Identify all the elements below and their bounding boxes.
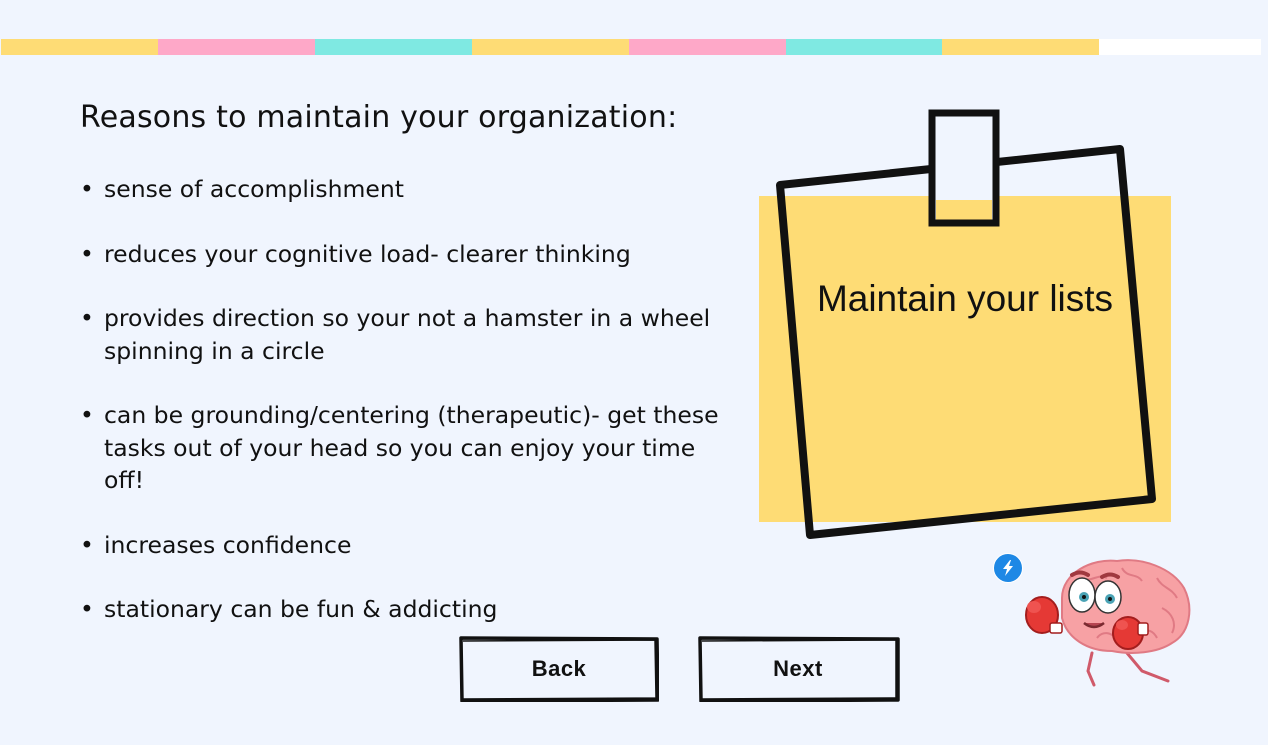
next-button-label: Next: [773, 656, 823, 681]
next-button[interactable]: Next: [698, 636, 900, 702]
list-item: provides direction so your not a hamster…: [80, 302, 720, 367]
progress-segment-8: [1099, 39, 1261, 55]
progress-bar: [1, 39, 1261, 55]
list-item: sense of accomplishment: [80, 173, 720, 206]
brain-mascot-icon: [1025, 559, 1191, 687]
list-item: increases confidence: [80, 529, 720, 562]
reasons-list: sense of accomplishment reduces your cog…: [80, 173, 720, 658]
progress-segment-2: [157, 39, 315, 55]
list-item: reduces your cognitive load- clearer thi…: [80, 238, 720, 271]
back-button-label: Back: [531, 656, 587, 681]
progress-segment-1: [1, 39, 158, 55]
progress-segment-3: [314, 39, 472, 55]
sticky-note-outline: [776, 109, 1156, 539]
lightning-bolt-icon[interactable]: [993, 553, 1023, 583]
progress-segment-6: [785, 39, 943, 55]
sticky-note-background: [759, 196, 1171, 522]
list-item: can be grounding/centering (therapeutic)…: [80, 399, 720, 497]
back-button[interactable]: Back: [459, 636, 659, 702]
progress-segment-5: [628, 39, 786, 55]
list-item: stationary can be fun & addicting: [80, 593, 720, 626]
sticky-note-title: Maintain your lists: [816, 278, 1114, 319]
progress-segment-7: [942, 39, 1100, 55]
progress-segment-4: [471, 39, 629, 55]
page-heading: Reasons to maintain your organization:: [80, 100, 678, 135]
